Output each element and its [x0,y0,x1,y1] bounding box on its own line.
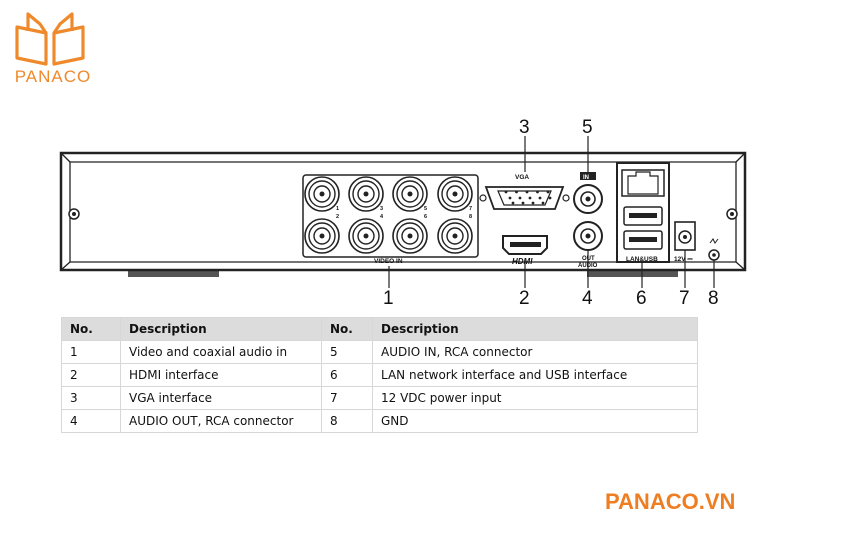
bnc-connector-icon [304,218,340,254]
vga-pin [541,201,545,205]
device-foot-left [128,268,219,277]
callout-5: 5 [582,117,593,138]
vga-pin [536,190,539,194]
table-cell: 6 [321,363,373,387]
header-no: No. [321,317,373,341]
bnc-connectors: 1 2 3 4 5 6 7 8 [304,176,473,254]
hdmi-port-icon [502,235,548,255]
usb-port-icon [623,230,663,250]
lan-usb-label: LAN&USB [626,256,658,263]
lan-port-icon [621,169,665,197]
device-foot-right [587,268,678,277]
callout-6: 6 [636,288,647,309]
table-row: 2 HDMI interface 6 LAN network interface… [61,363,698,387]
callout-7: 7 [679,288,690,309]
table-cell: 7 [321,386,373,410]
vga-pin [515,190,518,194]
usb-port-icon [623,206,663,226]
table-cell: 5 [321,340,373,364]
callout-4: 4 [582,288,593,309]
channel-number-label: 4 [380,214,384,220]
bnc-connector-icon [348,176,384,212]
table-cell: 4 [61,409,121,433]
callout-1: 1 [383,288,394,309]
footer-brand: PANACO.VN [605,489,736,514]
vga-pin [531,201,535,205]
table-row: 4 AUDIO OUT, RCA connector 8 GND [61,409,698,433]
vga-pin [518,196,522,200]
audio-in-badge-label: IN [583,175,589,181]
vga-pin [548,196,552,200]
table-cell: GND [372,409,698,433]
vga-pin [521,201,525,205]
table-row: 1 Video and coaxial audio in 5 AUDIO IN,… [61,340,698,364]
screw-icon [726,208,738,220]
screw-icon [68,208,80,220]
header-no: No. [61,317,121,341]
table-cell: 2 [61,363,121,387]
bnc-connector-icon [392,176,428,212]
table-cell: 8 [321,409,373,433]
table-cell: 3 [61,386,121,410]
bnc-connector-icon [437,176,473,212]
channel-number-label: 3 [380,206,383,212]
channel-number-label: 7 [469,206,472,212]
hdmi-label: HDMI [512,257,533,266]
table-cell: AUDIO OUT, RCA connector [120,409,322,433]
table-header-row: No. Description No. Description [61,317,698,341]
table-cell: 12 VDC power input [372,386,698,410]
book-logo-icon [15,12,85,66]
vga-label: VGA [515,174,529,181]
bnc-connector-icon [304,176,340,212]
audio-in-rca-icon [573,184,603,214]
vga-pins [504,190,552,205]
table-cell: AUDIO IN, RCA connector [372,340,698,364]
panaco-logo: PANACO [10,10,90,86]
vga-pin [528,196,532,200]
table-cell: 1 [61,340,121,364]
bnc-connector-icon [392,218,428,254]
audio-out-rca-icon [573,221,603,251]
header-description: Description [120,317,322,341]
table-cell: LAN network interface and USB interface [372,363,698,387]
vga-pin [504,190,508,194]
table-cell: VGA interface [120,386,322,410]
table-cell: Video and coaxial audio in [120,340,322,364]
vga-pin [508,196,512,200]
callout-8: 8 [708,288,719,309]
channel-number-label: 5 [424,206,427,212]
vga-port-icon [479,186,570,210]
table-row: 3 VGA interface 7 12 VDC power input [61,386,698,410]
callout-3: 3 [519,117,530,138]
power-jack-icon [674,221,696,251]
callout-2: 2 [519,288,530,309]
channel-number-label: 6 [424,214,427,220]
callout-lines [388,136,715,288]
logo-text: PANACO [14,67,92,86]
channel-number-label: 8 [469,214,472,220]
audio-in-badge [580,172,596,180]
vga-pin [525,190,529,194]
vga-pin [546,190,550,194]
table-cell: HDMI interface [120,363,322,387]
channel-number-label: 1 [336,206,339,212]
header-description: Description [372,317,698,341]
vga-pin [538,196,542,200]
bnc-connector-icon [348,218,384,254]
port-description-table: No. Description No. Description 1 Video … [61,317,698,433]
power-label: 12V ⎓ [674,256,693,263]
video-in-label: VIDEO IN [374,258,403,265]
vga-pin [511,201,515,205]
channel-number-label: 2 [336,214,339,220]
video-in-port-block [302,174,479,258]
bnc-connector-icon [437,218,473,254]
